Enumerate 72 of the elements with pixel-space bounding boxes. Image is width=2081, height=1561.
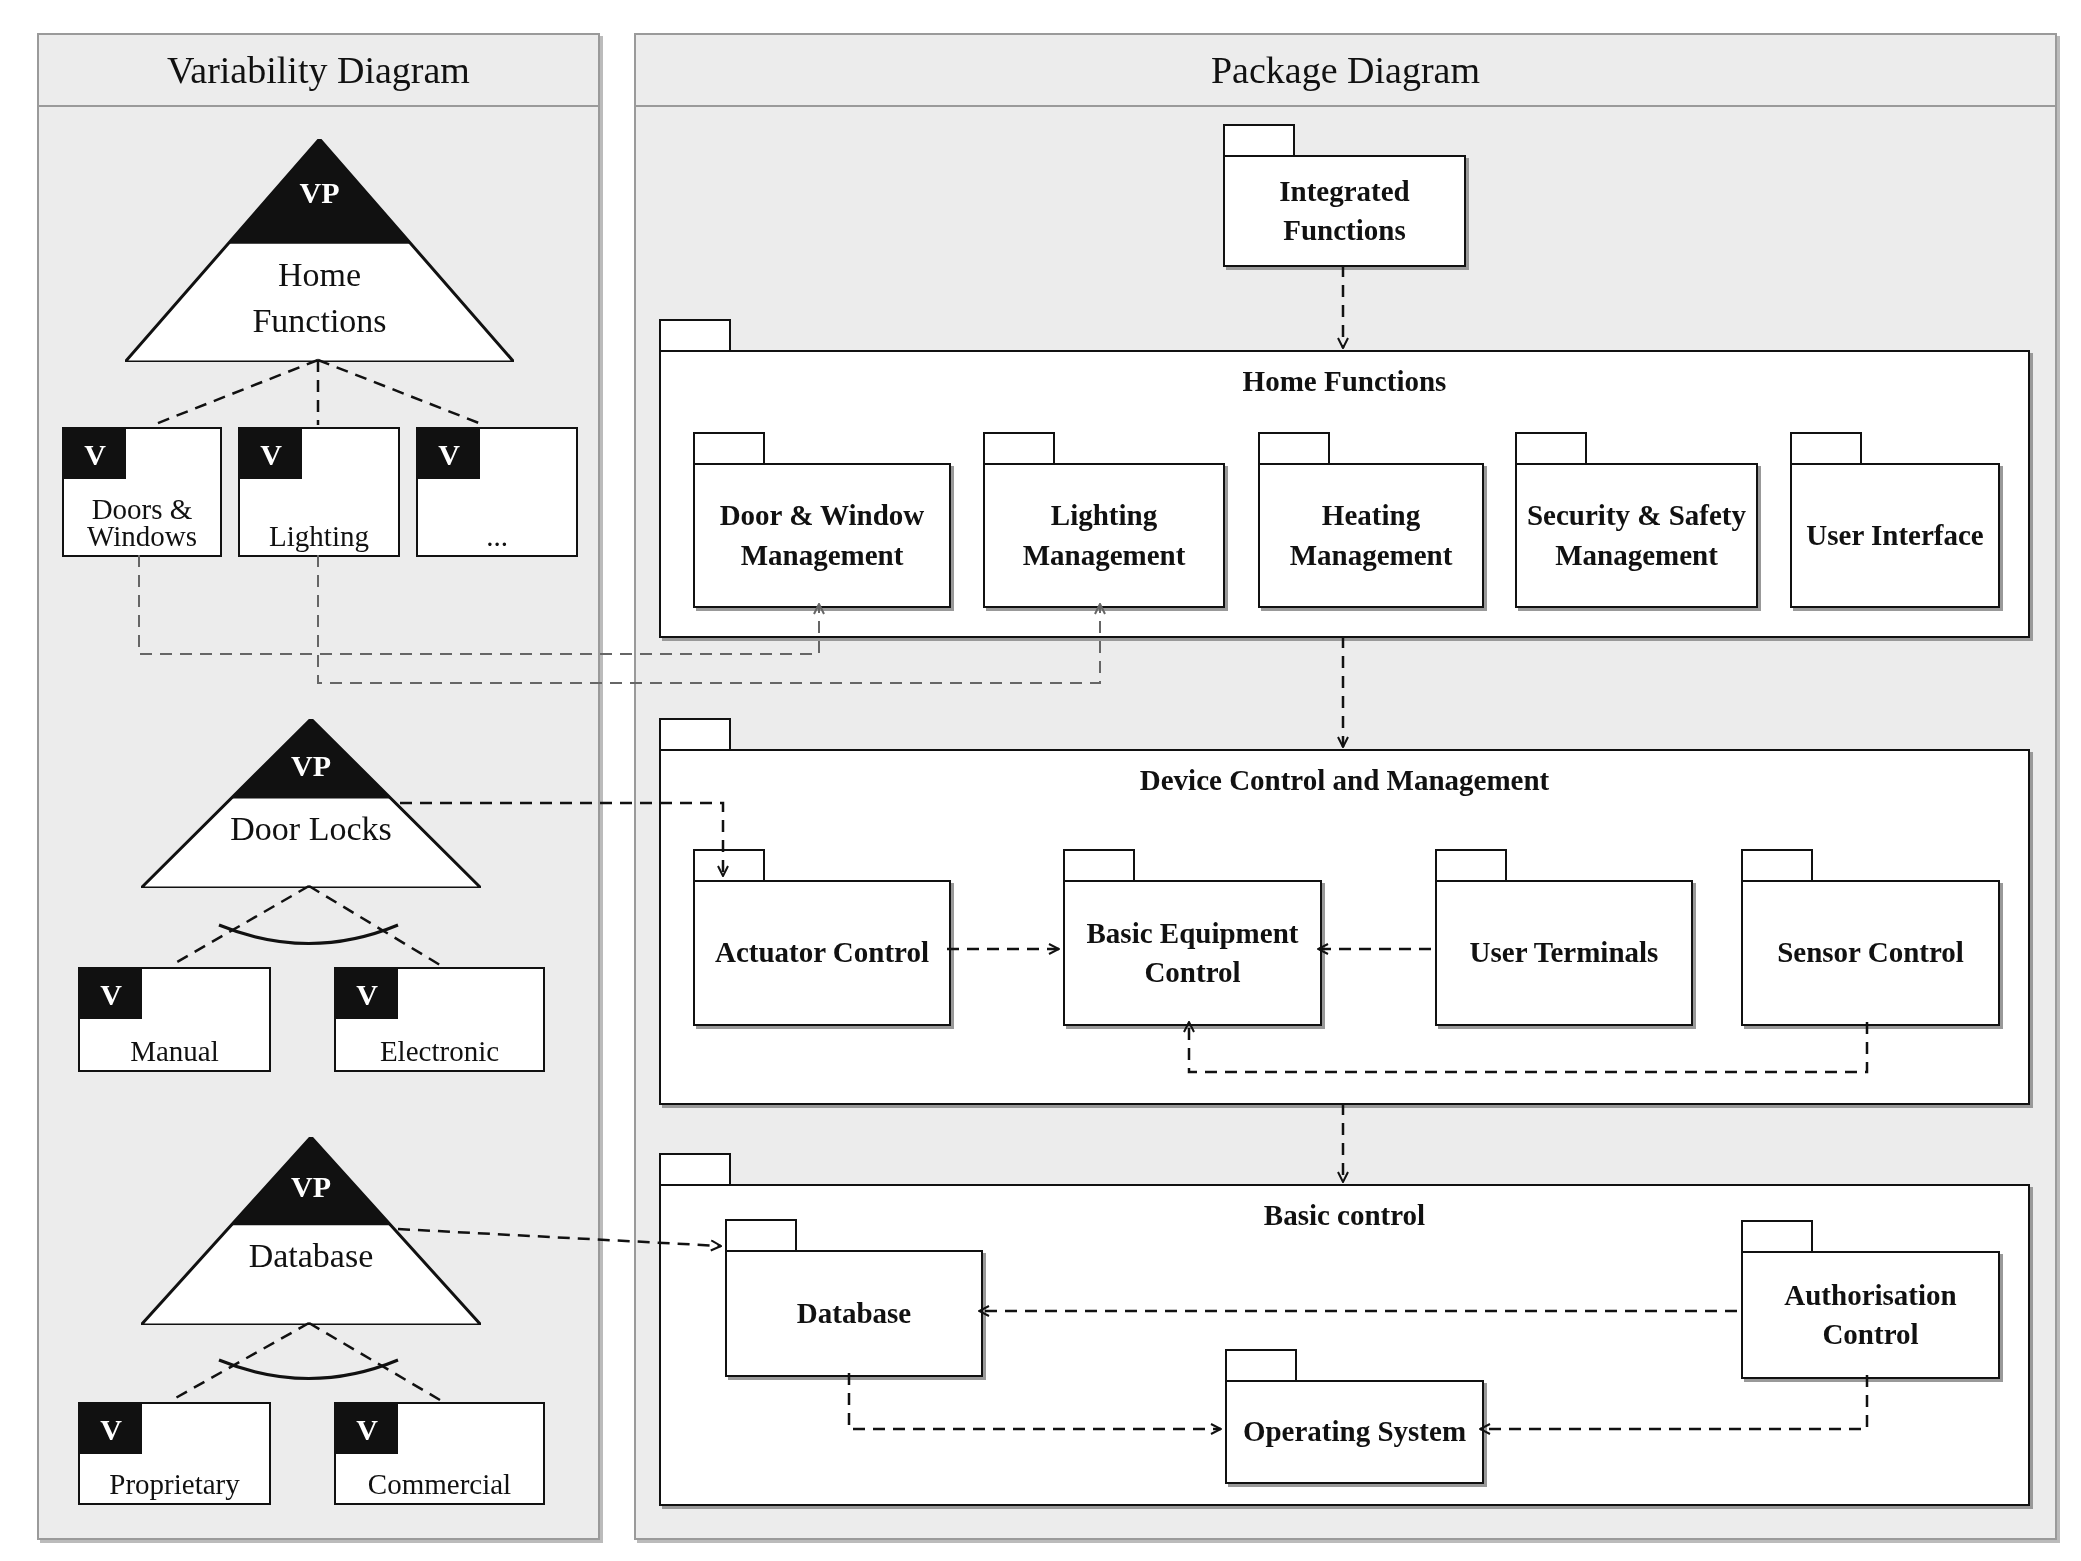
dependency-arrow	[847, 1373, 1222, 1435]
variant-label: Proprietary	[109, 1471, 240, 1499]
variant-box	[334, 967, 545, 1072]
package-name: Lighting Management	[1021, 498, 1187, 573]
package-name: Integrated Functions	[1278, 173, 1411, 248]
package-name: User Terminals	[1469, 935, 1659, 971]
package	[1223, 155, 1466, 267]
variant-label: Doors & Windows	[86, 495, 198, 551]
panel-title: Package Diagram	[1210, 47, 1480, 93]
dependency-arrow	[400, 801, 729, 877]
variation-point-triangle	[141, 719, 481, 888]
variant-label: ...	[486, 523, 508, 551]
dependency-arrow	[1479, 1375, 1869, 1435]
package-group-name: Basic control	[1263, 1198, 1426, 1233]
package-name: Database	[796, 1295, 912, 1331]
package-group-name: Home Functions	[1242, 364, 1447, 399]
dependency-arrow	[978, 1305, 1737, 1317]
package-group	[659, 749, 2030, 1105]
package-name: Operating System	[1242, 1414, 1467, 1450]
dependency-arrow	[1337, 1103, 1349, 1183]
package	[1515, 463, 1758, 608]
dependency-arrow	[138, 554, 825, 655]
package	[1741, 1251, 2000, 1379]
diagram-panel	[634, 33, 2057, 1540]
package	[1741, 880, 2000, 1026]
variant-box	[62, 427, 222, 557]
package	[983, 463, 1225, 608]
variant-box	[78, 967, 271, 1072]
package-name: Basic Equipment Control	[1085, 915, 1300, 990]
package	[693, 880, 951, 1026]
package-name: Security & Safety Management	[1525, 498, 1748, 573]
variant-label: Commercial	[367, 1471, 512, 1499]
variation-point-label: Door Locks	[230, 809, 392, 850]
diagram-panel	[37, 33, 600, 1540]
variation-point-tag: VP	[291, 742, 331, 788]
variation-point-triangle	[125, 139, 514, 362]
package-group	[659, 350, 2030, 638]
variant-box	[78, 1402, 271, 1505]
package-name: Heating Management	[1288, 498, 1454, 573]
package	[1790, 463, 2000, 608]
variation-point-label: Home Functions	[251, 254, 388, 341]
package-name: User Interface	[1806, 517, 1984, 553]
dependency-arrow	[1317, 943, 1431, 955]
variation-point-tag: VP	[299, 170, 340, 216]
variant-box	[416, 427, 578, 557]
package	[1435, 880, 1693, 1026]
package	[693, 463, 951, 608]
package	[1225, 1380, 1484, 1484]
variation-point-triangle	[141, 1137, 481, 1325]
dependency-arrow	[317, 554, 1106, 684]
variant-label: Manual	[130, 1038, 219, 1066]
package-name: Sensor Control	[1777, 935, 1964, 971]
variant-label: Lighting	[269, 523, 369, 551]
dependency-arrow	[1337, 265, 1349, 349]
dependency-arrow	[1337, 636, 1349, 748]
package-group-name: Device Control and Management	[1139, 763, 1550, 798]
panel-title: Variability Diagram	[167, 47, 470, 93]
variant-label: Electronic	[379, 1038, 500, 1066]
package	[1063, 880, 1322, 1026]
variation-point-label: Database	[248, 1236, 374, 1277]
package-group	[659, 1184, 2030, 1506]
package	[725, 1250, 983, 1377]
dependency-arrow	[1183, 1021, 1869, 1074]
variant-box	[334, 1402, 545, 1505]
package-name: Actuator Control	[715, 935, 929, 971]
package-name: Door & Window Management	[718, 498, 926, 573]
variation-point-tag: VP	[291, 1163, 331, 1209]
package-name: Authorisation Control	[1783, 1277, 1958, 1352]
dependency-arrow	[397, 1227, 722, 1252]
dependency-arrow	[947, 943, 1060, 955]
variant-box	[238, 427, 400, 557]
package	[1258, 463, 1484, 608]
